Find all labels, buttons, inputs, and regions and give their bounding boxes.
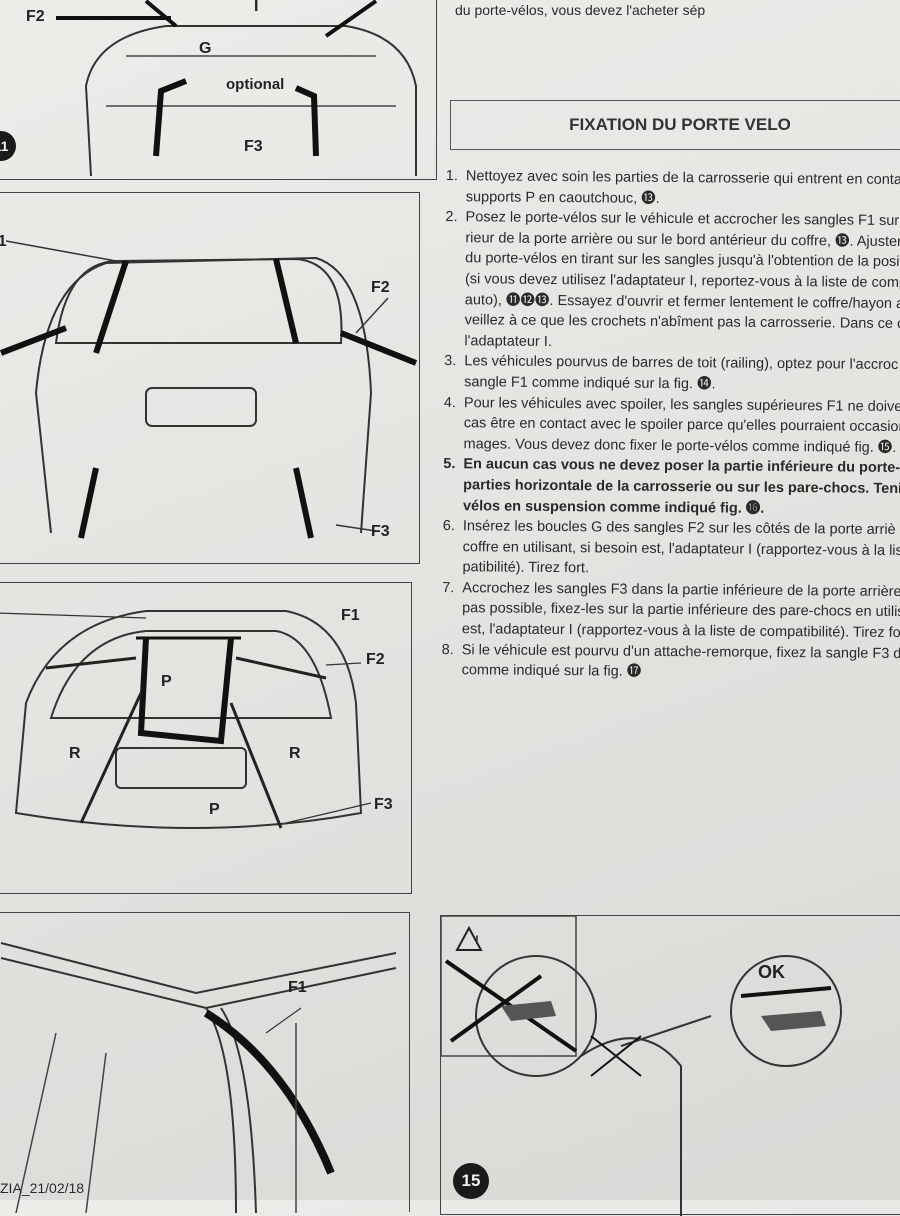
instruction-item: 4.Pour les véhicules avec spoiler, les s… [437, 393, 900, 459]
label-i: I [254, 0, 259, 15]
instruction-number: 6. [442, 518, 455, 535]
car-rear-straps-illustration [0, 240, 418, 539]
figure-13: F1 F2 F3 P P R R [0, 582, 412, 894]
instruction-item: 5.En aucun cas vous ne devez poser la pa… [437, 454, 900, 520]
figure-12: F1 F2 F3 [0, 192, 420, 564]
figure-number-badge: 15 [453, 1163, 489, 1199]
label-r-right: R [289, 745, 301, 762]
figure-14: F1 [0, 912, 410, 1213]
instruction-item: 2.Posez le porte-vélos sur le véhicule e… [438, 207, 900, 355]
instruction-item: 7.Accrochez les sangles F3 dans la parti… [436, 578, 900, 644]
figure-15: ! OK 15 [440, 915, 900, 1216]
label-r-left: R [69, 745, 81, 762]
roof-rail-illustration [0, 942, 397, 1213]
label-f3: F3 [371, 523, 390, 540]
instruction-number: 8. [441, 641, 454, 658]
instruction-item: 6.Insérez les boucles G des sangles F2 s… [436, 516, 900, 582]
label-f1: F1 [288, 979, 307, 996]
label-p-top: P [161, 673, 172, 690]
spoiler-comparison-illustration [441, 916, 842, 1216]
warning-icon: ! [475, 933, 479, 947]
label-f1: F1 [0, 233, 7, 250]
instruction-number: 4. [443, 394, 457, 411]
label-f3: F3 [374, 796, 393, 813]
instruction-item: 3.Les véhicules pourvus de barres de toi… [438, 351, 900, 396]
footer-code: ZIA_21/02/18 [0, 1180, 85, 1196]
label-f2: F2 [26, 8, 45, 25]
instruction-number: 5. [443, 456, 456, 473]
instruction-number: 3. [444, 353, 457, 370]
label-f2: F2 [371, 279, 390, 296]
car-rear-illustration [56, 0, 417, 177]
instruction-number: 2. [445, 209, 458, 226]
label-optional: optional [226, 76, 285, 93]
label-ok: OK [758, 962, 785, 982]
section-title: FIXATION DU PORTE VELO [450, 100, 900, 150]
instruction-number: 1. [445, 168, 458, 185]
label-f2: F2 [366, 651, 385, 668]
label-g: G [199, 40, 212, 57]
instruction-item: 1.Nettoyez avec soin les parties de la c… [440, 166, 900, 211]
label-f3: F3 [244, 138, 263, 155]
instruction-item: 8.Si le véhicule est pourvu d'un attache… [436, 640, 900, 685]
instructions-list: 1.Nettoyez avec soin les parties de la c… [436, 166, 900, 685]
instruction-line: comme indiqué sur la fig. ⓱ [461, 662, 642, 681]
top-text: du porte-vélos, vous devez l'acheter sép [455, 2, 706, 18]
instruction-number: 7. [442, 579, 455, 597]
figure-number-badge: 11 [0, 131, 16, 161]
figure-11: F2 I G optional F3 11 [0, 0, 437, 180]
bike-rack-mounted-illustration [0, 610, 372, 829]
label-f1: F1 [341, 607, 360, 624]
label-p-bottom: P [209, 801, 220, 818]
